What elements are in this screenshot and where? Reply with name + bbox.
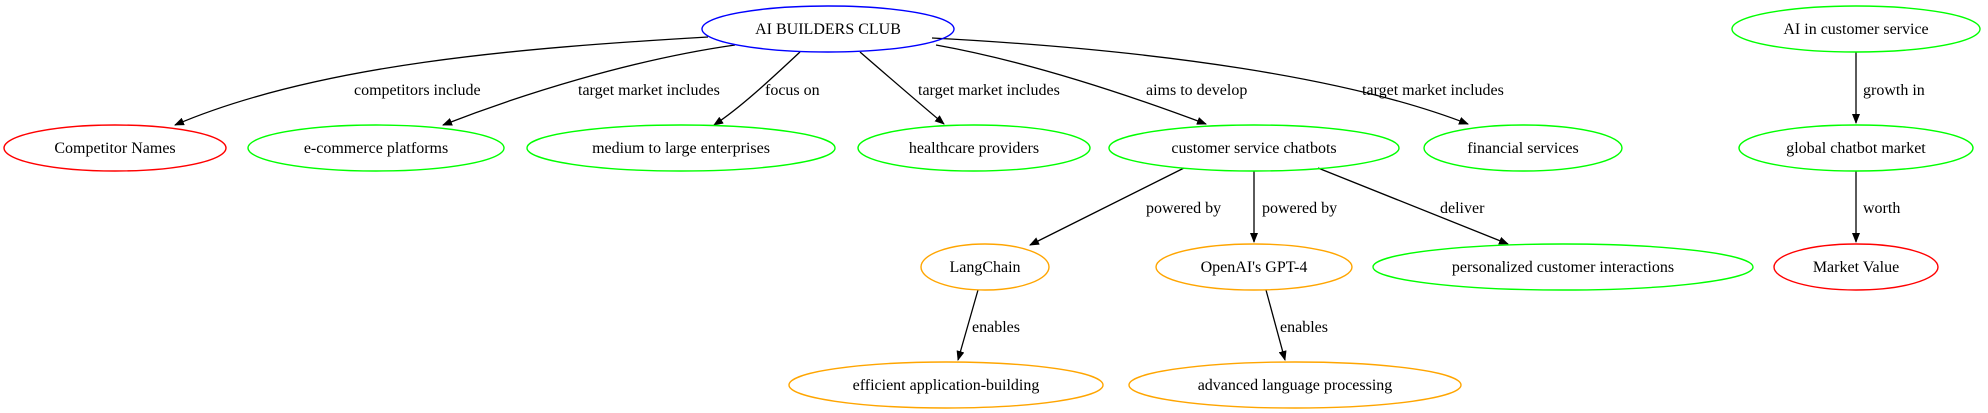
edge-arrow (956, 289, 979, 361)
edge-arrow (1029, 167, 1185, 246)
node-ellipse (701, 5, 955, 53)
edges-layer: competitors include target market include… (174, 36, 1925, 361)
node-ellipse (1423, 124, 1623, 172)
node-personalized-interactions: personalized customer interactions (1372, 243, 1754, 291)
node-customer-service-chatbots: customer service chatbots (1108, 124, 1400, 172)
edge-label: enables (1280, 319, 1328, 336)
edge-label: deliver (1440, 200, 1485, 217)
edge-arrow (935, 44, 1207, 125)
edge-arrow (713, 51, 801, 126)
node-financial-services: financial services (1423, 124, 1623, 172)
edge-customer_service_chatbots-to-langchain: powered by (1029, 167, 1221, 246)
node-openai-gpt4: OpenAI's GPT-4 (1155, 243, 1353, 291)
node-label: financial services (1467, 140, 1579, 157)
node-ellipse (1372, 243, 1754, 291)
node-label: AI BUILDERS CLUB (755, 21, 901, 38)
edge-ai_builders_club-to-medium_large_enterprises: focus on (713, 51, 820, 126)
node-ai-in-customer-service: AI in customer service (1731, 5, 1981, 53)
edge-arrow (442, 44, 736, 126)
edge-label: target market includes (918, 82, 1060, 99)
node-label: healthcare providers (909, 140, 1039, 157)
node-global-chatbot-market: global chatbot market (1738, 124, 1974, 172)
nodes-layer: AI BUILDERS CLUB Competitor Names e-commer… (3, 5, 1981, 409)
node-label: customer service chatbots (1171, 140, 1336, 157)
edge-label: competitors include (354, 82, 481, 99)
node-ellipse (920, 243, 1050, 291)
node-ellipse (1128, 361, 1462, 409)
node-label: e-commerce platforms (304, 140, 448, 157)
node-label: global chatbot market (1786, 140, 1926, 157)
edge-ai_in_customer_service-to-global_chatbot_market: growth in (1852, 52, 1925, 124)
edge-label: powered by (1146, 200, 1221, 217)
node-label: AI in customer service (1783, 21, 1928, 38)
node-label: advanced language processing (1198, 377, 1393, 394)
edge-customer_service_chatbots-to-personalized_interactions: deliver (1317, 167, 1509, 245)
edge-langchain-to-efficient_app_building: enables (956, 289, 1020, 361)
node-market-value: Market Value (1773, 243, 1939, 291)
node-medium-large-enterprises: medium to large enterprises (526, 124, 836, 172)
node-ellipse (1731, 5, 1981, 53)
node-label: LangChain (949, 259, 1020, 276)
edge-global_chatbot_market-to-market_value: worth (1852, 171, 1900, 243)
edge-arrow (931, 37, 1469, 125)
edge-arrow (859, 51, 945, 125)
node-ellipse (247, 124, 505, 172)
edge-ai_builders_club-to-healthcare_providers: target market includes (859, 51, 1060, 125)
edge-ai_builders_club-to-ecommerce_platforms: target market includes (442, 44, 736, 126)
node-ellipse (1155, 243, 1353, 291)
node-ai-builders-club: AI BUILDERS CLUB (701, 5, 955, 53)
edge-ai_builders_club-to-financial_services: target market includes (931, 37, 1504, 125)
node-ellipse (857, 124, 1091, 172)
node-ellipse (1773, 243, 1939, 291)
node-ellipse (788, 361, 1104, 409)
node-langchain: LangChain (920, 243, 1050, 291)
node-label: OpenAI's GPT-4 (1201, 259, 1308, 276)
edge-ai_builders_club-to-competitor_names: competitors include (174, 36, 709, 126)
node-ellipse (1738, 124, 1974, 172)
node-ecommerce-platforms: e-commerce platforms (247, 124, 505, 172)
edge-arrow (1265, 289, 1287, 361)
edge-ai_builders_club-to-customer_service_chatbots: aims to develop (935, 44, 1247, 125)
node-label: medium to large enterprises (592, 140, 770, 157)
node-label: Market Value (1813, 259, 1899, 276)
node-ellipse (1108, 124, 1400, 172)
node-label: personalized customer interactions (1452, 259, 1674, 276)
edge-customer_service_chatbots-to-openai_gpt4: powered by (1250, 171, 1337, 243)
node-competitor-names: Competitor Names (3, 124, 227, 172)
node-label: Competitor Names (54, 140, 175, 157)
node-efficient-app-building: efficient application-building (788, 361, 1104, 409)
edge-label: focus on (765, 82, 820, 99)
edge-arrow (1317, 167, 1509, 245)
node-ellipse (526, 124, 836, 172)
edge-label: target market includes (578, 82, 720, 99)
edge-label: enables (972, 319, 1020, 336)
edge-label: worth (1863, 200, 1900, 217)
node-advanced-language-processing: advanced language processing (1128, 361, 1462, 409)
edge-arrow (174, 36, 709, 126)
node-ellipse (3, 124, 227, 172)
edge-label: aims to develop (1146, 82, 1247, 99)
edge-label: growth in (1863, 82, 1925, 99)
node-label: efficient application-building (853, 377, 1040, 394)
edge-openai_gpt4-to-advanced_language_processing: enables (1265, 289, 1328, 361)
edge-label: target market includes (1362, 82, 1504, 99)
node-healthcare-providers: healthcare providers (857, 124, 1091, 172)
edge-label: powered by (1262, 200, 1337, 217)
